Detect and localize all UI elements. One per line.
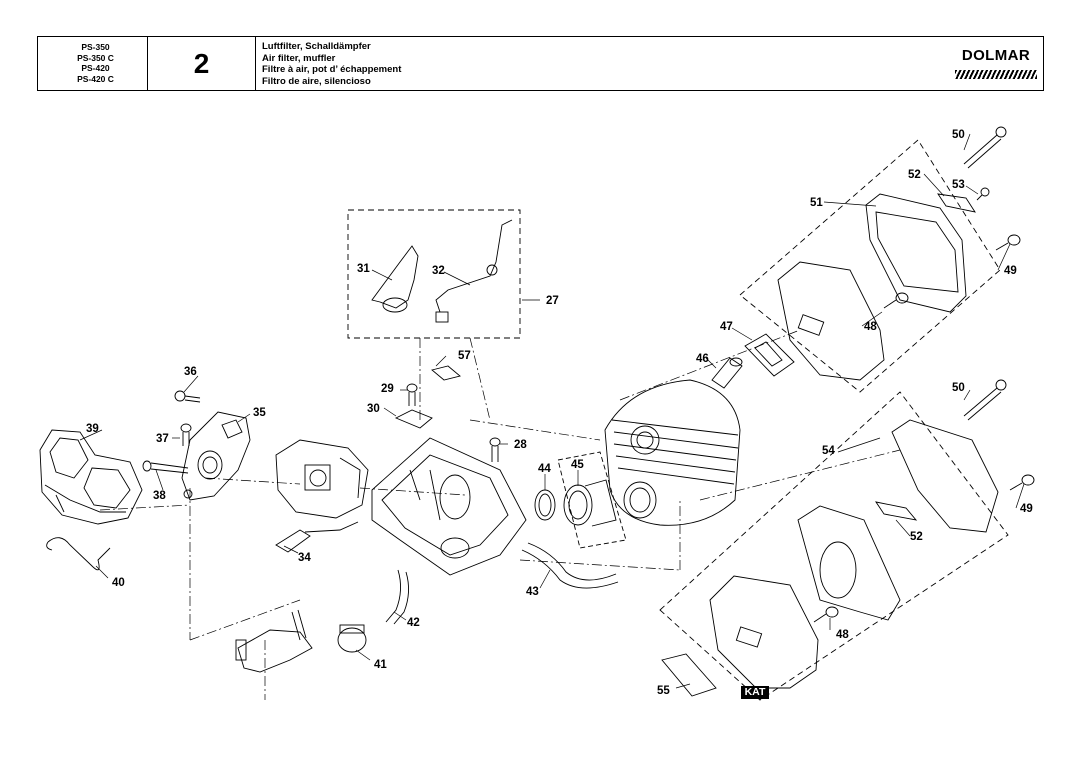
filter-base-housing xyxy=(371,437,527,576)
title-es: Filtro de aire, silencioso xyxy=(262,75,371,87)
callout-35: 35 xyxy=(253,407,266,419)
muffler-lower xyxy=(709,419,999,689)
callout-41: 41 xyxy=(374,659,387,671)
model-list: PS-350 PS-350 C PS-420 PS-420 C xyxy=(38,37,148,90)
brand-logo: DOLMAR xyxy=(945,37,1043,90)
seal-ring-44 xyxy=(534,489,556,521)
callout-52-upper: 52 xyxy=(908,169,921,181)
callout-45: 45 xyxy=(571,459,584,471)
screw-28 xyxy=(489,437,501,462)
callout-40: 40 xyxy=(112,577,125,589)
callout-27: 27 xyxy=(546,295,559,307)
screw-38 xyxy=(142,460,189,474)
callout-39: 39 xyxy=(86,423,99,435)
callout-48-upper: 48 xyxy=(864,321,877,333)
screw-49-upper xyxy=(995,234,1021,251)
cylinder xyxy=(604,379,741,526)
callout-31: 31 xyxy=(357,263,370,275)
callout-46: 46 xyxy=(696,353,709,365)
title-de: Luftfilter, Schalldämpfer xyxy=(262,41,371,52)
callout-34: 34 xyxy=(298,552,311,564)
page-number: 2 xyxy=(148,37,256,90)
kat-badge: KAT xyxy=(741,686,769,699)
callout-48-lower: 48 xyxy=(836,629,849,641)
callout-38: 38 xyxy=(153,490,166,502)
callout-52-lower: 52 xyxy=(910,531,923,543)
plate-52-upper xyxy=(937,193,976,213)
intake-flange xyxy=(181,411,251,501)
group-box-51 xyxy=(739,139,1001,393)
tube-43 xyxy=(521,542,619,589)
group-box-54 xyxy=(659,391,1009,701)
kat-label: KAT xyxy=(744,686,766,698)
primer-bulb xyxy=(337,624,367,653)
screw-37 xyxy=(180,423,192,446)
air-filter-cover xyxy=(39,429,143,525)
leader-lines xyxy=(79,133,1025,689)
callout-54: 54 xyxy=(822,445,835,457)
callout-49-lower: 49 xyxy=(1020,503,1033,515)
group-box-27 xyxy=(347,209,521,339)
gasket-55 xyxy=(661,653,717,697)
intake-manifold-45 xyxy=(563,479,617,527)
callout-49-upper: 49 xyxy=(1004,265,1017,277)
callout-36: 36 xyxy=(184,366,197,378)
callout-50-lower: 50 xyxy=(952,382,965,394)
screw-29 xyxy=(406,383,418,406)
callout-53: 53 xyxy=(952,179,965,191)
title-block: PS-350 PS-350 C PS-420 PS-420 C 2 Luftfi… xyxy=(37,36,1044,91)
group-box-45 xyxy=(557,451,627,549)
title-en: Air filter, muffler xyxy=(262,52,336,64)
callout-50-upper: 50 xyxy=(952,129,965,141)
callout-28: 28 xyxy=(514,439,527,451)
choke-rod-32 xyxy=(435,219,513,323)
fuel-fitting xyxy=(235,609,313,673)
screw-48-upper xyxy=(883,292,909,309)
lever-34 xyxy=(275,521,359,553)
model-label: PS-420 xyxy=(81,63,110,73)
model-label: PS-420 C xyxy=(77,73,114,84)
model-label: PS-350 xyxy=(81,42,110,52)
wire-clip xyxy=(46,537,111,571)
callout-57: 57 xyxy=(458,350,471,362)
callout-43: 43 xyxy=(526,586,539,598)
bolt-50-lower xyxy=(963,379,1007,421)
plate-30 xyxy=(394,409,433,429)
screw-53 xyxy=(976,187,990,201)
screw-36 xyxy=(174,390,201,403)
model-label: PS-350 C xyxy=(77,52,114,63)
callout-42: 42 xyxy=(407,617,420,629)
part-57 xyxy=(431,365,461,381)
callout-32: 32 xyxy=(432,265,445,277)
callout-47: 47 xyxy=(720,321,733,333)
plate-52-lower xyxy=(875,501,918,521)
fuel-hose-42 xyxy=(385,569,409,625)
callout-51: 51 xyxy=(810,197,823,209)
assembly-lines xyxy=(99,329,901,700)
gasket-47 xyxy=(744,333,795,377)
spacer-46 xyxy=(711,357,743,389)
brand-name: DOLMAR xyxy=(961,47,1031,64)
section-titles: Luftfilter, Schalldämpfer Air filter, mu… xyxy=(256,37,946,90)
callout-29: 29 xyxy=(381,383,394,395)
screw-48-lower xyxy=(813,606,839,623)
choke-lever-31 xyxy=(371,245,419,313)
title-fr: Filtre à air, pot d’ échappement xyxy=(262,64,402,75)
screw-49-lower xyxy=(1009,474,1035,491)
callout-30: 30 xyxy=(367,403,380,415)
carburetor xyxy=(275,439,369,519)
callout-37: 37 xyxy=(156,433,169,445)
callout-55: 55 xyxy=(657,685,670,697)
brand-stripes xyxy=(955,70,1037,79)
callout-44: 44 xyxy=(538,463,551,475)
muffler-upper xyxy=(777,193,967,381)
bolt-50-upper xyxy=(963,126,1007,169)
